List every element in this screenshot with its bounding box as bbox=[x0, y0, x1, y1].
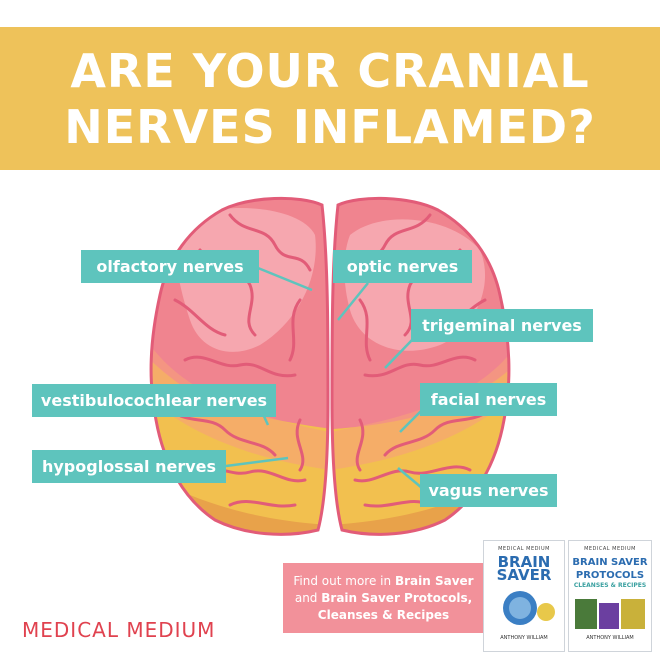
book1-title-1: BRAIN bbox=[497, 553, 551, 571]
label-vagus-nerves: vagus nerves bbox=[420, 474, 557, 507]
title-line-1: ARE YOUR CRANIAL bbox=[70, 43, 590, 98]
label-trigeminal-nerves: trigeminal nerves bbox=[411, 309, 593, 342]
book-cover-brain-saver[interactable]: MEDICAL MEDIUM BRAIN SAVER ANTHONY WILLI… bbox=[483, 540, 565, 652]
book2-publisher: MEDICAL MEDIUM bbox=[584, 546, 636, 552]
book2-produce-image bbox=[575, 599, 645, 629]
label-optic-nerves: optic nerves bbox=[333, 250, 472, 283]
book2-title-1: BRAIN SAVER bbox=[572, 557, 648, 568]
book1-publisher: MEDICAL MEDIUM bbox=[498, 546, 550, 552]
book2-author: ANTHONY WILLIAM bbox=[586, 635, 634, 641]
book1-author: ANTHONY WILLIAM bbox=[500, 635, 548, 641]
book-cover-brain-saver-protocols[interactable]: MEDICAL MEDIUM BRAIN SAVER PROTOCOLS CLE… bbox=[568, 540, 652, 652]
book1-title-2: SAVER bbox=[496, 566, 552, 584]
promo-book1: Brain Saver bbox=[394, 573, 474, 588]
label-hypoglossal-nerves: hypoglossal nerves bbox=[32, 450, 226, 483]
book2-subtitle: CLEANSES & RECIPES bbox=[573, 582, 647, 589]
book1-brain-image bbox=[503, 591, 555, 625]
promo-line-2: and Brain Saver Protocols, bbox=[294, 590, 473, 605]
title-banner: ARE YOUR CRANIAL NERVES INFLAMED? bbox=[0, 27, 660, 170]
promo-box[interactable]: Find out more in Brain Saver and Brain S… bbox=[283, 563, 484, 633]
promo-book2: Brain Saver Protocols, bbox=[321, 590, 473, 605]
promo-line-3: Cleanses & Recipes bbox=[317, 607, 450, 622]
promo-line-1: Find out more in Brain Saver bbox=[293, 573, 474, 588]
left-hemisphere bbox=[151, 198, 328, 535]
label-olfactory-nerves: olfactory nerves bbox=[81, 250, 259, 283]
label-vestibulocochlear-nerves: vestibulocochlear nerves bbox=[32, 384, 276, 417]
label-facial-nerves: facial nerves bbox=[420, 383, 557, 416]
title-line-2: NERVES INFLAMED? bbox=[64, 99, 596, 154]
brand-logo-text[interactable]: MEDICAL MEDIUM bbox=[22, 618, 216, 642]
book2-title-2: PROTOCOLS bbox=[575, 570, 645, 581]
